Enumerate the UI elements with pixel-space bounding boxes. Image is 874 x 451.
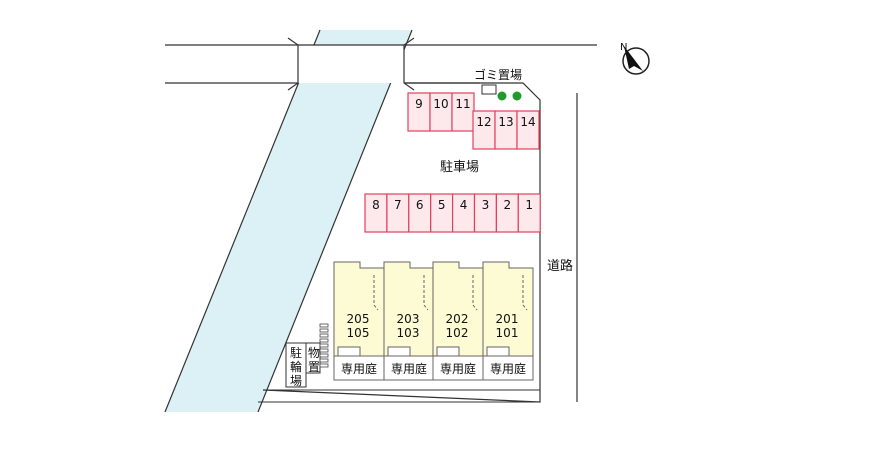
- private-garden: [482, 355, 534, 381]
- road-label: 道路: [547, 258, 573, 274]
- storage-area: [305, 342, 321, 374]
- compass-icon: N: [620, 42, 650, 75]
- bicycle-label-1: 駐: [290, 345, 302, 360]
- apartment-unit: [333, 261, 385, 357]
- apartment-unit: [383, 261, 435, 357]
- balcony: [486, 346, 510, 357]
- private-garden-label: 専用庭: [391, 361, 427, 376]
- bicycle-label-2: 輪: [290, 359, 302, 374]
- site-boundary: [262, 82, 541, 403]
- compass-north-label: N: [620, 42, 627, 53]
- stair-line: [373, 275, 379, 311]
- unit-number-upper: 201: [496, 312, 519, 326]
- parking-space-number: 10: [433, 97, 448, 111]
- unit-number-lower: 101: [496, 326, 519, 340]
- bicycle-rack-slot: [319, 358, 329, 363]
- storage-label-1: 物: [308, 346, 320, 360]
- apartment-unit: [432, 261, 484, 357]
- bicycle-label-3: 場: [290, 374, 302, 388]
- unit-number-lower: 105: [347, 326, 370, 340]
- garbage-box: [481, 84, 497, 95]
- bridge-rail-left: [287, 37, 299, 91]
- parking-space-number: 6: [416, 198, 424, 212]
- garbage-label: ゴミ置場: [474, 67, 522, 82]
- parking-space-number: 2: [504, 198, 512, 212]
- parking-space-number: 9: [415, 97, 423, 111]
- bicycle-rack-slot: [319, 323, 329, 328]
- bridge-rail-right: [403, 37, 415, 91]
- storage-label-2: 置: [308, 360, 320, 374]
- parking-space: [516, 110, 540, 150]
- river-bank-left: [164, 29, 321, 413]
- balcony: [436, 346, 460, 357]
- parking-space-number: 3: [482, 198, 490, 212]
- bicycle-rack-slot: [319, 348, 329, 353]
- bicycle-rack-slot: [319, 363, 329, 368]
- bicycle-rack-slot: [319, 328, 329, 333]
- balcony: [337, 346, 361, 357]
- parking-space-number: 11: [455, 97, 470, 111]
- bridge: [298, 45, 404, 83]
- unit-number-upper: 205: [347, 312, 370, 326]
- parking-space-number: 14: [520, 115, 535, 129]
- stair-line: [522, 275, 528, 311]
- private-garden: [333, 355, 385, 381]
- parking-space-number: 13: [498, 115, 513, 129]
- parking-space-number: 8: [372, 198, 380, 212]
- stair-line: [472, 275, 478, 311]
- private-garden: [383, 355, 435, 381]
- apartment-unit: [482, 261, 534, 357]
- bicycle-rack-slot: [319, 338, 329, 343]
- bicycle-rack-slot: [319, 333, 329, 338]
- private-garden-label: 専用庭: [440, 361, 476, 376]
- parking-group-top-right: 12 13 14: [472, 110, 540, 150]
- river-bank-right: [257, 29, 413, 413]
- tree-icon: [512, 91, 522, 101]
- parking-space-number: 5: [438, 198, 446, 212]
- bicycle-rack-slot: [319, 343, 329, 348]
- unit-number-lower: 102: [446, 326, 469, 340]
- private-garden-label: 専用庭: [490, 361, 526, 376]
- parking-space-number: 1: [525, 198, 533, 212]
- parking-space-number: 7: [394, 198, 402, 212]
- parking-space: [517, 193, 541, 233]
- private-garden: [432, 355, 484, 381]
- tree-icon: [497, 91, 507, 101]
- bicycle-rack: [319, 323, 329, 368]
- parking-group-top-left: 9 10 11: [407, 92, 475, 132]
- stair-line: [423, 275, 429, 311]
- unit-number-lower: 103: [397, 326, 420, 340]
- private-garden-label: 専用庭: [341, 361, 377, 376]
- unit-number-upper: 203: [397, 312, 420, 326]
- bicycle-rack-slot: [319, 353, 329, 358]
- parking-space-number: 4: [460, 198, 468, 212]
- unit-number-upper: 202: [446, 312, 469, 326]
- parking-label: 駐車場: [440, 160, 479, 175]
- river: [165, 30, 412, 412]
- balcony: [387, 346, 411, 357]
- parking-space-number: 12: [476, 115, 491, 129]
